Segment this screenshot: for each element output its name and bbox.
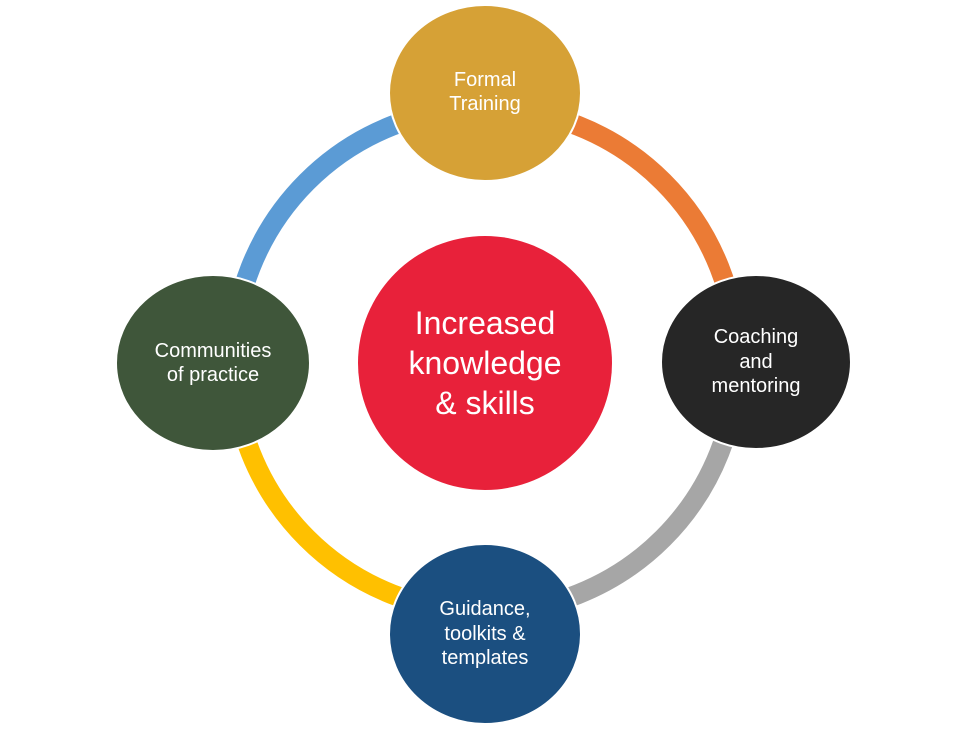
node-label-line: Training — [449, 93, 521, 115]
node-label-line: templates — [441, 647, 529, 670]
node-label-guidance-toolkits: Guidance, toolkits & templates — [395, 582, 575, 686]
node-label-formal-training: Formal Training — [395, 40, 575, 144]
center-label-line: Increased — [414, 304, 556, 341]
node-label-line: and — [739, 350, 773, 373]
node-label-line: Coaching — [713, 326, 799, 349]
center-circle — [358, 236, 612, 490]
node-label-line: Guidance, — [439, 598, 531, 621]
node-circle-formal-training — [388, 4, 582, 182]
node-label-line: Formal — [453, 68, 517, 91]
node-label-line: toolkits & — [444, 622, 526, 645]
node-label-coaching-mentoring: Coaching and mentoring — [666, 310, 846, 414]
center-label: Increased knowledge & skills — [365, 243, 605, 483]
node-label-line: mentoring — [711, 375, 801, 398]
center-label-line: & skills — [435, 385, 535, 422]
node-label-line: of practice — [166, 364, 260, 386]
node-circle-guidance-toolkits — [388, 543, 582, 725]
node-circle-communities-of-practice — [115, 274, 311, 452]
center-label-line: knowledge — [408, 344, 562, 381]
node-label-line: Communities — [154, 339, 272, 362]
node-label-communities-of-practice: Communities of practice — [123, 311, 303, 415]
node-circle-coaching-mentoring — [660, 274, 852, 450]
